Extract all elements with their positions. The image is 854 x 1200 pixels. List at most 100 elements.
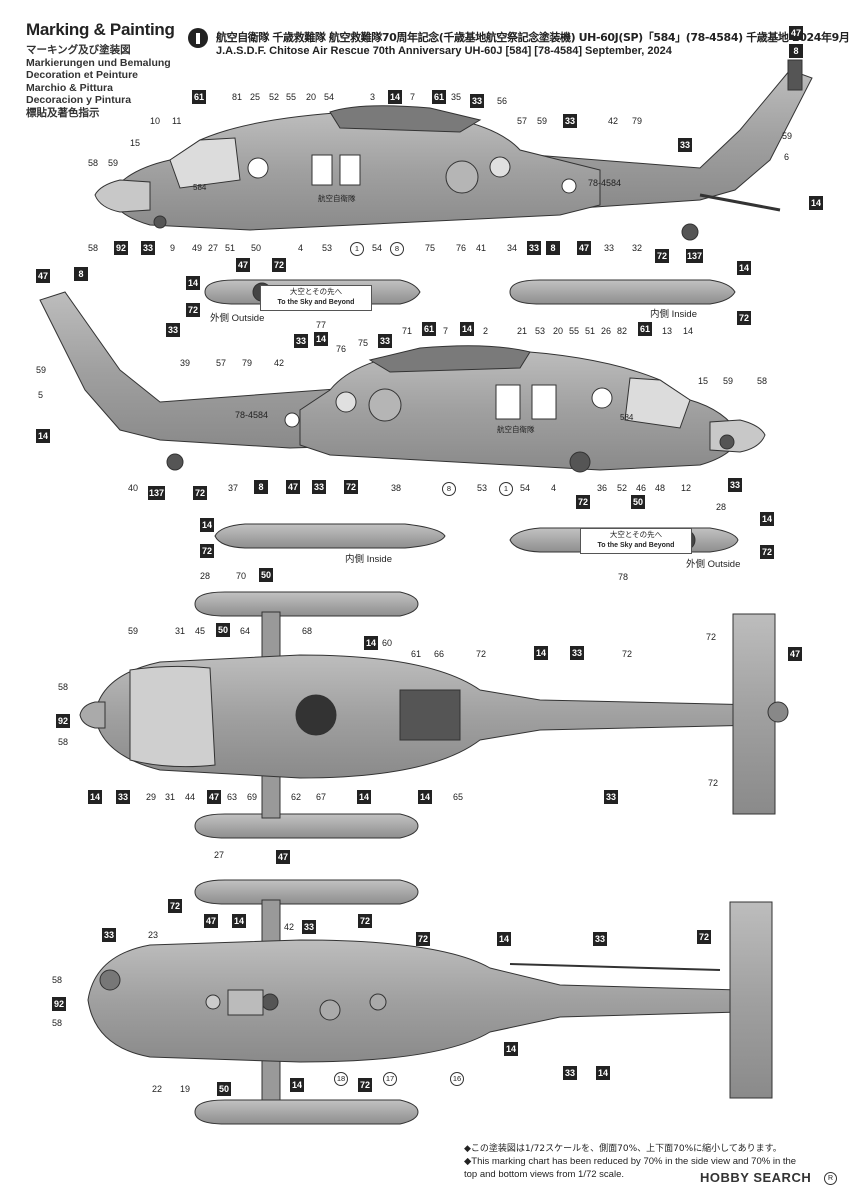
decal-box-callout: 8 (254, 480, 268, 494)
decal-box-callout: 33 (604, 790, 618, 804)
nose-top (79, 701, 106, 729)
decal-number-callout: 42 (608, 116, 619, 126)
banner-jp-1: 大空とその先へ (289, 287, 343, 296)
decal-number-callout: 26 (601, 326, 612, 336)
decal-number-callout: 54 (372, 243, 383, 253)
anniversary-emblem-2 (368, 388, 402, 422)
porthole-window-2 (591, 387, 613, 409)
hobby-search-watermark: HOBBY SEARCH (700, 1170, 812, 1185)
decal-number-callout: 81 (232, 92, 243, 102)
decal-number-callout: 70 (236, 571, 247, 581)
decal-number-callout: 72 (622, 649, 633, 659)
decal-box-callout: 14 (760, 512, 774, 526)
decal-number-callout: 27 (214, 850, 225, 860)
decal-number-callout: 4 (551, 483, 557, 493)
decal-box-callout: 72 (168, 899, 182, 913)
decal-number-callout: 36 (597, 483, 608, 493)
tank-banner-1: 大空とその先へ To the Sky and Beyond (260, 285, 372, 311)
bottom-panel (227, 989, 264, 1016)
nose (94, 179, 151, 213)
decal-number-callout: 14 (683, 326, 694, 336)
decal-number-callout: 59 (108, 158, 119, 168)
top-canopy (129, 665, 216, 768)
decal-box-callout: 50 (217, 1082, 231, 1096)
decal-box-callout: 33 (470, 94, 484, 108)
decal-number-callout: 58 (58, 682, 69, 692)
decal-box-callout: 14 (809, 196, 823, 210)
decal-number-callout: 31 (175, 626, 186, 636)
canopy (169, 137, 241, 189)
decal-number-callout: 58 (58, 737, 69, 747)
language-list: マーキング及び塗装図 Markierungen und Bemalung Dec… (26, 44, 171, 120)
number-left: 584 (193, 183, 207, 192)
decal-number-callout: 11 (172, 116, 182, 126)
decal-number-callout: 58 (88, 158, 99, 168)
bottom-stub-upper (261, 899, 281, 946)
lang-de: Markierungen und Bemalung (26, 56, 171, 69)
decal-box-callout: 61 (192, 90, 206, 104)
decal-box-callout: 72 (416, 932, 430, 946)
decal-number-callout: 59 (782, 131, 793, 141)
decal-box-callout: 33 (166, 323, 180, 337)
decal-number-callout: 49 (192, 243, 203, 253)
lang-it: Marchio & Pittura (26, 81, 113, 94)
decal-box-callout: 47 (577, 241, 591, 255)
bottom-stabilizer (729, 901, 773, 1099)
decal-number-callout: 23 (148, 930, 159, 940)
serial-right: 78-4584 (235, 410, 269, 420)
decal-number-callout: 31 (165, 792, 176, 802)
decal-number-callout: 21 (517, 326, 528, 336)
decal-box-callout: 47 (207, 790, 221, 804)
decal-box-callout: 72 (193, 486, 207, 500)
decal-box-callout: 14 (357, 790, 371, 804)
decal-number-callout: 20 (553, 326, 564, 336)
decal-box-callout: 33 (102, 928, 116, 942)
emblem-70 (489, 156, 511, 178)
note-jp: ◆この塗装図は1/72スケールを、側面70%、上下面70%に縮小してあります。 (464, 1144, 782, 1154)
roundel (561, 178, 577, 194)
decal-box-callout: 14 (314, 332, 328, 346)
decal-number-callout: 3 (370, 92, 376, 102)
decal-number-callout: 67 (316, 792, 327, 802)
decal-number-callout: 56 (497, 96, 508, 106)
decal-number-callout: 58 (52, 975, 63, 985)
decal-box-callout: 14 (497, 932, 511, 946)
decal-number-callout: 72 (708, 778, 719, 788)
decal-box-callout: 72 (272, 258, 286, 272)
decal-number-callout: 72 (706, 632, 717, 642)
decal-number-callout: 79 (632, 116, 643, 126)
decal-number-callout: 72 (476, 649, 487, 659)
decal-number-callout: 35 (451, 92, 462, 102)
anniversary-emblem (445, 160, 479, 194)
decal-box-callout: 14 (504, 1042, 518, 1056)
decal-number-callout: 34 (507, 243, 518, 253)
decal-box-callout: 14 (364, 636, 378, 650)
decal-box-callout: 33 (593, 932, 607, 946)
decal-number-callout: 57 (216, 358, 227, 368)
decal-box-callout: 72 (760, 545, 774, 559)
banner-en-1: To the Sky and Beyond (277, 299, 355, 306)
label-inside-2: 内側 Inside (345, 554, 392, 565)
decal-number-callout: 7 (443, 326, 449, 336)
decal-number-callout: 33 (604, 243, 615, 253)
decal-box-callout: 72 (344, 480, 358, 494)
note-en-2: top and bottom views from 1/72 scale. (464, 1169, 624, 1180)
decal-number-callout: 37 (228, 483, 239, 493)
roundel-2 (284, 412, 300, 428)
decal-number-callout: 7 (410, 92, 416, 102)
decal-box-callout: 47 (36, 269, 50, 283)
decal-number-callout: 50 (251, 243, 262, 253)
decal-box-callout: 33 (116, 790, 130, 804)
decal-number-callout: 51 (225, 243, 236, 253)
decal-number-callout: 66 (434, 649, 445, 659)
decal-box-callout: 72 (737, 311, 751, 325)
decal-number-callout: 58 (88, 243, 99, 253)
decal-box-callout: 72 (186, 303, 200, 317)
decal-box-callout: 33 (527, 241, 541, 255)
decal-box-callout: 61 (422, 322, 436, 336)
decal-box-callout: 33 (378, 334, 392, 348)
decal-number-callout: 64 (240, 626, 251, 636)
unit-right: 航空自衛隊 (497, 425, 535, 434)
decal-box-callout: 33 (728, 478, 742, 492)
scheme-one-icon (188, 28, 208, 48)
